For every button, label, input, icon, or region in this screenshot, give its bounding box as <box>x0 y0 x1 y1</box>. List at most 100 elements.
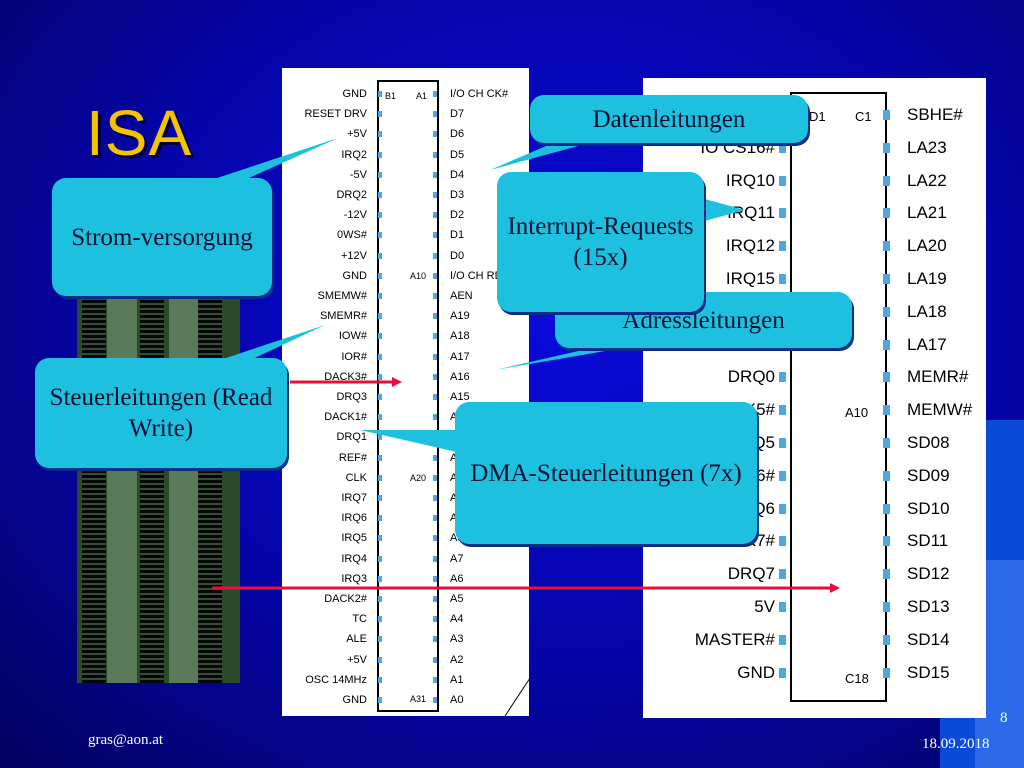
pin-right: D0 <box>450 249 465 262</box>
pin-right: SD12 <box>907 564 950 584</box>
pin-dot <box>378 434 382 441</box>
pin-right: A2 <box>450 653 464 666</box>
panel-mark <box>504 677 531 717</box>
pin-left: DRQ0 <box>727 367 775 387</box>
pin-left: IRQ4 <box>341 552 367 565</box>
pin-dot <box>378 656 382 663</box>
pin-dot <box>883 405 890 416</box>
pin-left: +5V <box>347 128 367 141</box>
pin-right: A7 <box>450 552 464 565</box>
pin-dot <box>433 616 437 623</box>
tail-dma <box>360 430 470 455</box>
pin-right: A17 <box>450 350 470 363</box>
pin-dot <box>433 333 437 340</box>
pin-right: LA22 <box>907 170 947 190</box>
pin-dot <box>378 596 382 602</box>
tail-data <box>490 140 600 170</box>
pin-dot <box>378 394 382 400</box>
pin-right: SD13 <box>907 597 950 616</box>
pin-left: DRQ7 <box>727 564 775 584</box>
pin-right: AEN <box>450 290 473 302</box>
pin-left: GND <box>342 269 367 282</box>
pin-right: SD11 <box>907 531 949 551</box>
pin-dot <box>779 569 786 580</box>
pin-dot <box>883 208 890 219</box>
pin-dot <box>378 555 382 562</box>
pin-left: IOR# <box>341 350 367 363</box>
pin-dot <box>883 274 890 284</box>
callout-dma: DMA-Steuerleitungen (7x) <box>455 402 757 544</box>
pin-label-a1: A1 <box>416 91 428 101</box>
tail-control <box>205 325 325 365</box>
pin-left: IRQ5 <box>341 532 367 545</box>
pin-right: I/O CH RDY <box>450 269 510 282</box>
pin-dot <box>779 470 786 481</box>
tail-power <box>205 138 338 182</box>
arrow-head-top <box>392 377 402 387</box>
pin-dot <box>883 503 890 514</box>
pin-left: TC <box>352 613 367 626</box>
pin-right: A8 <box>450 532 464 545</box>
pin-right: A19 <box>450 310 470 323</box>
pin-dot <box>779 536 786 547</box>
pin-dot <box>779 142 786 153</box>
pin-dot <box>433 656 437 663</box>
pin-left: DACK2# <box>324 593 367 605</box>
pin-dot <box>378 252 382 259</box>
pin-dot <box>433 151 437 158</box>
pin-dot <box>433 293 437 299</box>
pin-right: D5 <box>450 148 465 161</box>
pin-dot <box>433 676 437 683</box>
pin-dot <box>378 293 382 299</box>
pin-dot <box>378 454 382 461</box>
pin-left: IO CS16# <box>700 137 775 157</box>
pin-left: IRQ6 <box>341 512 367 525</box>
pin-right: SBHE# <box>907 105 963 124</box>
pin-dot <box>779 503 786 514</box>
pin-right: LA17 <box>907 334 947 354</box>
pin-dot <box>378 676 382 683</box>
pin-dot <box>433 111 437 118</box>
pin-right: D2 <box>450 209 465 222</box>
pin-dot <box>883 536 890 547</box>
callout-interrupt: Interrupt-Requests (15x) <box>497 172 704 312</box>
pin-dot <box>433 252 437 259</box>
pin-right: D6 <box>450 128 465 141</box>
callout-control: Steuerleitungen (Read Write) <box>35 358 287 468</box>
pin-dot <box>378 171 382 178</box>
pin-left: IRQ2 <box>341 148 367 161</box>
pin-left: SMEMR# <box>319 310 367 323</box>
pin-dot <box>883 602 890 612</box>
pin-left: MASTER# <box>694 629 775 649</box>
pin-left: IRQ10 <box>725 170 775 190</box>
pin-right: I/O CH CK# <box>450 88 509 100</box>
pin-dot <box>378 111 382 118</box>
pin-left: 5V <box>754 597 775 616</box>
pin-dot <box>779 241 786 252</box>
pin-left: OSC 14MHz <box>305 673 367 686</box>
pin-dot <box>433 192 437 198</box>
footer-author: gras@aon.at <box>88 732 164 748</box>
pin-dot <box>433 353 437 360</box>
pin-right: A0 <box>450 694 464 706</box>
pin-dot <box>378 91 382 97</box>
pin-dot <box>433 232 437 239</box>
pin-dot <box>378 373 382 380</box>
pin-right: A1 <box>450 673 464 686</box>
pin-dot <box>883 470 890 481</box>
arrow-head-bottom <box>830 583 840 593</box>
pin-dot <box>378 697 382 703</box>
pin-right: LA23 <box>907 137 947 157</box>
pin-left: GND <box>737 662 775 682</box>
pin-dot <box>378 313 382 320</box>
pin-right: A18 <box>450 330 470 343</box>
pin-left: -5V <box>349 168 367 181</box>
pin-right: LA20 <box>907 236 947 256</box>
pin-dot <box>378 575 382 582</box>
pin-dot <box>378 333 382 340</box>
pin-label-a31: A31 <box>410 694 427 704</box>
pin-dot <box>779 208 786 219</box>
pin-left: IRQ12 <box>725 236 775 256</box>
pin-left: 0WS# <box>337 229 367 242</box>
